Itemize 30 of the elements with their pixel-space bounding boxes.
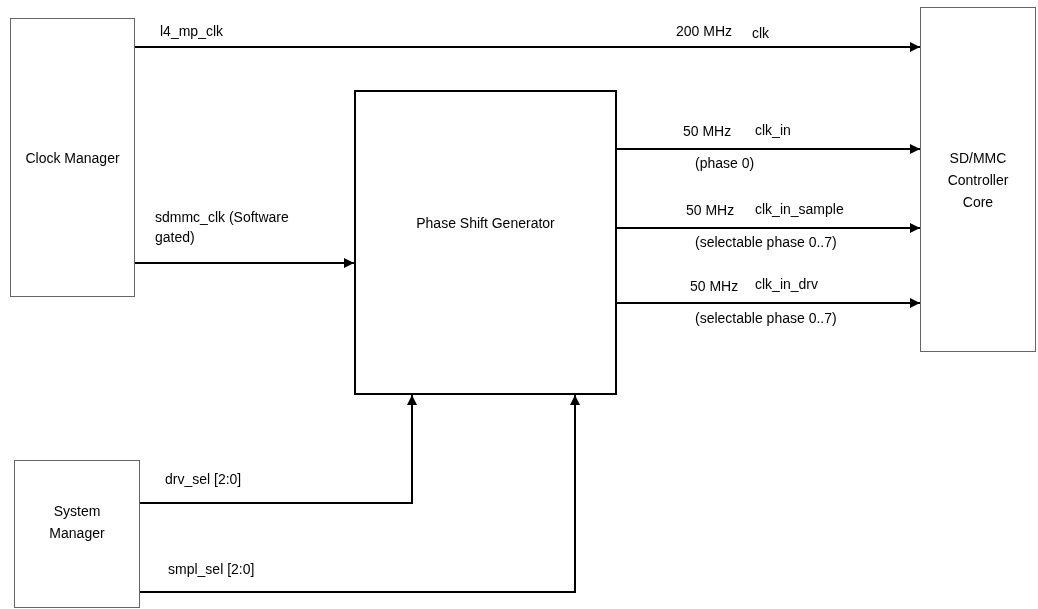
signal-label: clk_in_sample — [755, 200, 844, 219]
signal-note: 50 MHz — [686, 201, 735, 220]
arrow — [616, 223, 921, 233]
signal-label: drv_sel [2:0] — [165, 470, 242, 489]
block-box — [920, 7, 1036, 352]
signal-note: (selectable phase 0..7) — [695, 309, 837, 328]
signal-note: 200 MHz — [676, 22, 733, 41]
arrow — [616, 298, 921, 308]
block-box — [14, 460, 140, 608]
block-label: System Manager — [48, 502, 106, 543]
block-box — [10, 18, 135, 297]
arrow — [134, 42, 921, 52]
signal-label: smpl_sel [2:0] — [168, 560, 255, 579]
signal-label: l4_mp_clk — [160, 22, 224, 41]
signal-label: clk_in_drv — [755, 275, 819, 294]
arrow — [134, 258, 355, 268]
block-box — [354, 90, 617, 395]
block-label: Clock Manager — [24, 148, 121, 168]
signal-note: clk — [752, 24, 770, 43]
arrow — [139, 394, 417, 504]
signal-label: clk_in — [755, 121, 791, 140]
arrow — [616, 144, 921, 154]
signal-note: (phase 0) — [695, 154, 755, 173]
block-label: SD/MMC Controller Core — [946, 148, 1010, 212]
signal-label: sdmmc_clk (Software gated) — [155, 208, 290, 247]
signal-note: 50 MHz — [683, 122, 732, 141]
block-label: Phase Shift Generator — [415, 213, 556, 233]
arrow — [139, 394, 580, 593]
signal-note: 50 MHz — [690, 277, 739, 296]
signal-note: (selectable phase 0..7) — [695, 233, 837, 252]
